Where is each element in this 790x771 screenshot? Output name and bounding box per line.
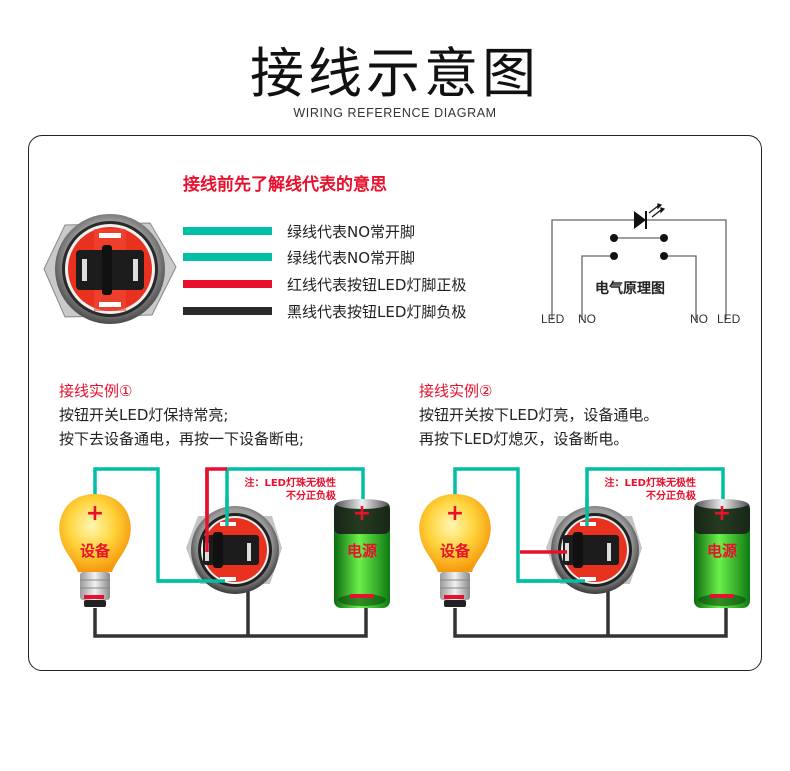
wire-green (225, 467, 365, 526)
legend-row: 绿线代表NO常开脚 (183, 219, 415, 243)
terminal-bottom (99, 302, 121, 307)
led-diode-icon (634, 211, 646, 229)
example-1-note-line-1: 注：LED灯珠无极性 (244, 478, 336, 489)
legend-row: 绿线代表NO常开脚 (183, 245, 415, 269)
battery-plus: + (353, 501, 371, 526)
schematic-title: 电气原理图 (595, 281, 665, 297)
example-1-line-2: 按下去设备通电，再按一下设备断电; (59, 430, 305, 448)
contact-dot (610, 252, 618, 260)
example-2-note-line-2: 不分正负极 (646, 491, 696, 502)
battery-minus (710, 594, 734, 598)
example-1-power-label: 电源 (347, 542, 378, 560)
battery-minus (350, 594, 374, 598)
schematic-label-no-left: NO (578, 312, 596, 326)
terminal-left (82, 259, 87, 281)
wire-black (453, 605, 728, 638)
terminal-right (133, 259, 138, 281)
bulb-minus (444, 595, 464, 599)
battery-plus: + (713, 501, 731, 526)
example-1-device-label: 设备 (80, 542, 111, 560)
example-2-device-label: 设备 (440, 542, 471, 560)
led-wire (551, 219, 635, 320)
no-wire-left (581, 255, 614, 320)
bulb-minus (84, 595, 104, 599)
legend-label: 黑线代表按钮LED灯脚负极 (287, 302, 467, 321)
legend-label: 红线代表按钮LED灯脚正极 (287, 275, 467, 294)
example-2-note-line-1: 注：LED灯珠无极性 (604, 478, 696, 489)
legend-row: 黑线代表按钮LED灯脚负极 (183, 299, 466, 323)
example-1-title: 接线实例① (59, 382, 133, 400)
schematic-label-led-right: LED (717, 312, 741, 326)
legend-swatch-black (183, 307, 272, 315)
legend-swatch-red (183, 280, 272, 288)
example-2-line-2: 再按下LED灯熄灭，设备断电。 (419, 430, 629, 448)
example-2-line-1: 按钮开关按下LED灯亮，设备通电。 (419, 406, 659, 424)
contact-dot (660, 234, 668, 242)
example-1-line-1: 按钮开关LED灯保持常亮; (59, 406, 229, 424)
legend-swatch-green (183, 253, 272, 261)
schematic-label-led-left: LED (541, 312, 565, 326)
no-wire-right (664, 255, 697, 320)
legend-label: 绿线代表NO常开脚 (287, 222, 416, 241)
example-2-power-label: 电源 (707, 542, 738, 560)
bulb-icon (59, 494, 131, 607)
wire-green (585, 467, 725, 526)
legend-row: 红线代表按钮LED灯脚正极 (183, 272, 466, 296)
page-title: 接线示意图 (250, 42, 540, 105)
contact-dot (660, 252, 668, 260)
schematic-label-no-right: NO (690, 312, 708, 326)
page-subtitle: WIRING REFERENCE DIAGRAM (293, 106, 497, 120)
terminal-top (99, 233, 121, 238)
button-rear-view (43, 214, 177, 324)
example-1-note-line-2: 不分正负极 (286, 491, 336, 502)
led-wire (645, 219, 727, 320)
legend-swatch-green (183, 227, 272, 235)
wire-black (93, 605, 368, 638)
contact-dot (610, 234, 618, 242)
button-icon (186, 506, 282, 594)
bulb-plus: + (86, 501, 104, 526)
legend-label: 绿线代表NO常开脚 (287, 248, 416, 267)
legend-title: 接线前先了解线代表的意思 (183, 175, 387, 195)
button-icon (546, 506, 642, 594)
bulb-icon (419, 494, 491, 607)
example-1-wiring: + + (59, 467, 390, 638)
example-2-title: 接线实例② (419, 382, 493, 400)
bulb-plus: + (446, 501, 464, 526)
light-arrows-icon (648, 203, 666, 218)
electrical-schematic (551, 203, 727, 320)
example-2-wiring: + + (419, 467, 750, 638)
